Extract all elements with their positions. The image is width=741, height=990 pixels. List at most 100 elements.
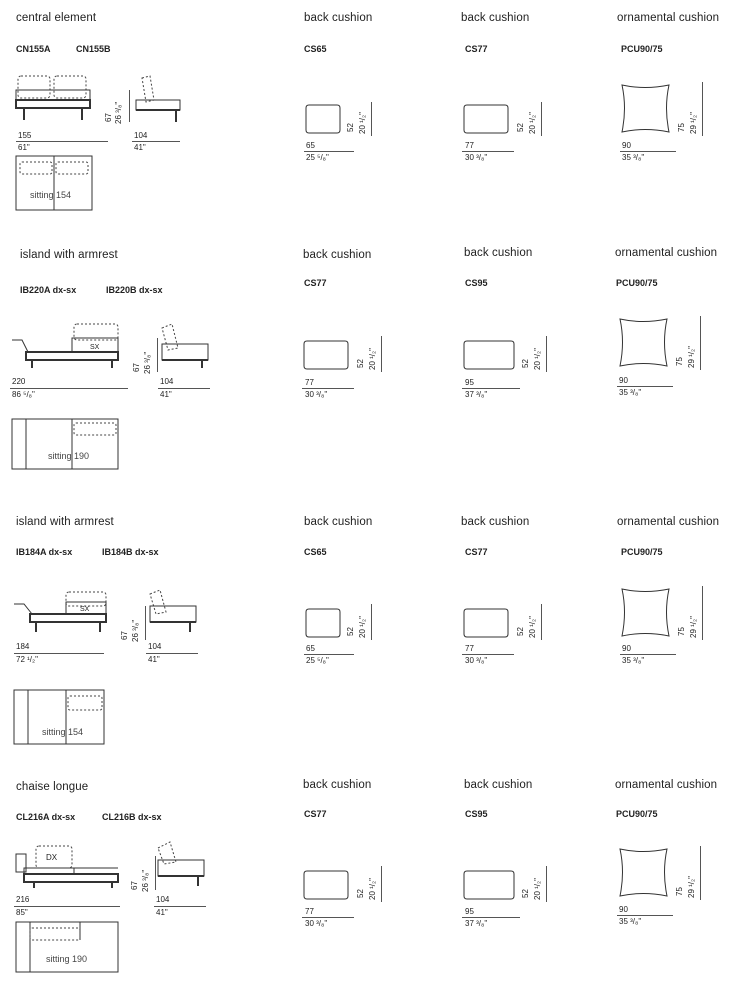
dimension-line	[700, 316, 701, 370]
dimension-line	[371, 102, 372, 136]
cushion-title: ornamental cushion	[615, 779, 718, 791]
dimension-line	[702, 586, 703, 640]
cushion-width: 90	[622, 644, 631, 653]
cushion-title: back cushion	[464, 779, 533, 791]
cushion-width: 90	[619, 376, 628, 385]
dimension-line	[302, 388, 354, 389]
cushion-width-inches: 30 ³/₈"	[465, 153, 488, 162]
plan-view-drawing: sitting 154	[13, 689, 105, 745]
dimension-line	[546, 866, 547, 902]
cushion-title: back cushion	[461, 12, 530, 24]
cushion-height: 52	[346, 123, 355, 132]
cushion-drawing	[463, 340, 515, 370]
depth-value: 104	[156, 895, 170, 904]
cushion-height-inches: 20 ¹/₂"	[528, 616, 537, 638]
cushion-title: ornamental cushion	[617, 12, 720, 24]
cushion-height-inches: 20 ¹/₂"	[533, 878, 542, 900]
dimension-line	[541, 604, 542, 640]
height-inches: 26 ³/₈"	[114, 101, 123, 124]
width-value: 216	[16, 895, 30, 904]
cushion-drawing	[463, 104, 509, 134]
ornamental-cushion-drawing	[619, 318, 668, 367]
front-view-drawing: SX	[12, 323, 119, 368]
model-code: IB184A dx-sx	[16, 547, 73, 557]
cushion-code: PCU90/75	[616, 278, 658, 288]
depth-value: 104	[148, 642, 162, 651]
cushion-width-inches: 30 ³/₈"	[305, 919, 328, 928]
cushion-width: 90	[619, 905, 628, 914]
cushion-drawing	[303, 870, 349, 900]
side-view-drawing	[161, 323, 209, 368]
depth-inches: 41"	[134, 143, 146, 152]
cushion-drawing	[303, 340, 349, 370]
plan-view-drawing: sitting 190	[11, 418, 119, 470]
cushion-drawing	[463, 870, 515, 900]
section-title: island with armrest	[20, 249, 118, 261]
cushion-width: 95	[465, 907, 474, 916]
dimension-line	[14, 906, 120, 907]
dimension-line	[702, 82, 703, 136]
cushion-drawing	[305, 608, 341, 638]
cushion-code: PCU90/75	[621, 44, 663, 54]
dimension-line	[462, 388, 520, 389]
dimension-line	[617, 386, 673, 387]
cushion-code: CS65	[304, 547, 327, 557]
cushion-code: CS65	[304, 44, 327, 54]
cushion-height: 52	[346, 627, 355, 636]
front-view-drawing: SX	[14, 591, 107, 632]
cushion-height-inches: 20 ¹/₂"	[358, 616, 367, 638]
model-code: CL216B dx-sx	[102, 812, 162, 822]
width-inches: 72 ¹/₂"	[16, 655, 38, 664]
side-view-drawing	[149, 589, 197, 632]
cushion-width: 65	[306, 644, 315, 653]
dimension-line	[10, 388, 128, 389]
width-inches: 85"	[16, 908, 28, 917]
cushion-code: CS95	[465, 278, 488, 288]
position-tag: DX	[46, 853, 58, 862]
model-code: IB220B dx-sx	[106, 285, 163, 295]
cushion-title: back cushion	[303, 249, 372, 261]
cushion-width-inches: 35 ³/₈"	[622, 153, 645, 162]
ornamental-cushion-drawing	[621, 588, 670, 637]
cushion-width: 77	[305, 378, 314, 387]
width-inches: 61"	[18, 143, 30, 152]
dimension-line	[381, 866, 382, 902]
plan-view-drawing: sitting 190	[15, 921, 119, 973]
cushion-height-inches: 20 ¹/₂"	[358, 112, 367, 134]
ornamental-cushion-drawing	[621, 84, 670, 133]
cushion-code: PCU90/75	[621, 547, 663, 557]
cushion-code: CS95	[465, 809, 488, 819]
depth-inches: 41"	[156, 908, 168, 917]
cushion-drawing	[305, 104, 341, 134]
depth-value: 104	[160, 377, 174, 386]
cushion-height: 52	[356, 889, 365, 898]
plan-label: sitting 190	[46, 954, 87, 964]
cushion-height: 52	[521, 889, 530, 898]
plan-label: sitting 154	[42, 727, 83, 737]
dimension-line	[700, 846, 701, 900]
cushion-height: 52	[516, 123, 525, 132]
dimension-line	[620, 151, 676, 152]
cushion-code: CS77	[465, 547, 488, 557]
dimension-line	[462, 151, 514, 152]
cushion-height-inches: 20 ¹/₂"	[533, 348, 542, 370]
cushion-title: back cushion	[304, 516, 373, 528]
depth-inches: 41"	[160, 390, 172, 399]
cushion-height-inches: 29 ¹/₂"	[687, 876, 696, 898]
dimension-line	[146, 653, 198, 654]
cushion-height-inches: 20 ¹/₂"	[528, 112, 537, 134]
cushion-height: 52	[356, 359, 365, 368]
cushion-width-inches: 25 ⁵/₈"	[306, 656, 329, 665]
cushion-title: back cushion	[464, 247, 533, 259]
height-value: 67	[130, 881, 139, 890]
ornamental-cushion-drawing	[619, 848, 668, 897]
cushion-height: 52	[516, 627, 525, 636]
plan-view-drawing: sitting 154	[15, 155, 93, 211]
cushion-width: 77	[465, 141, 474, 150]
cushion-height-inches: 20 ¹/₂"	[368, 878, 377, 900]
section-title: central element	[16, 12, 97, 24]
section-title: chaise longue	[16, 781, 89, 793]
cushion-code: CS77	[465, 44, 488, 54]
cushion-title: back cushion	[304, 12, 373, 24]
plan-label: sitting 154	[30, 190, 71, 200]
